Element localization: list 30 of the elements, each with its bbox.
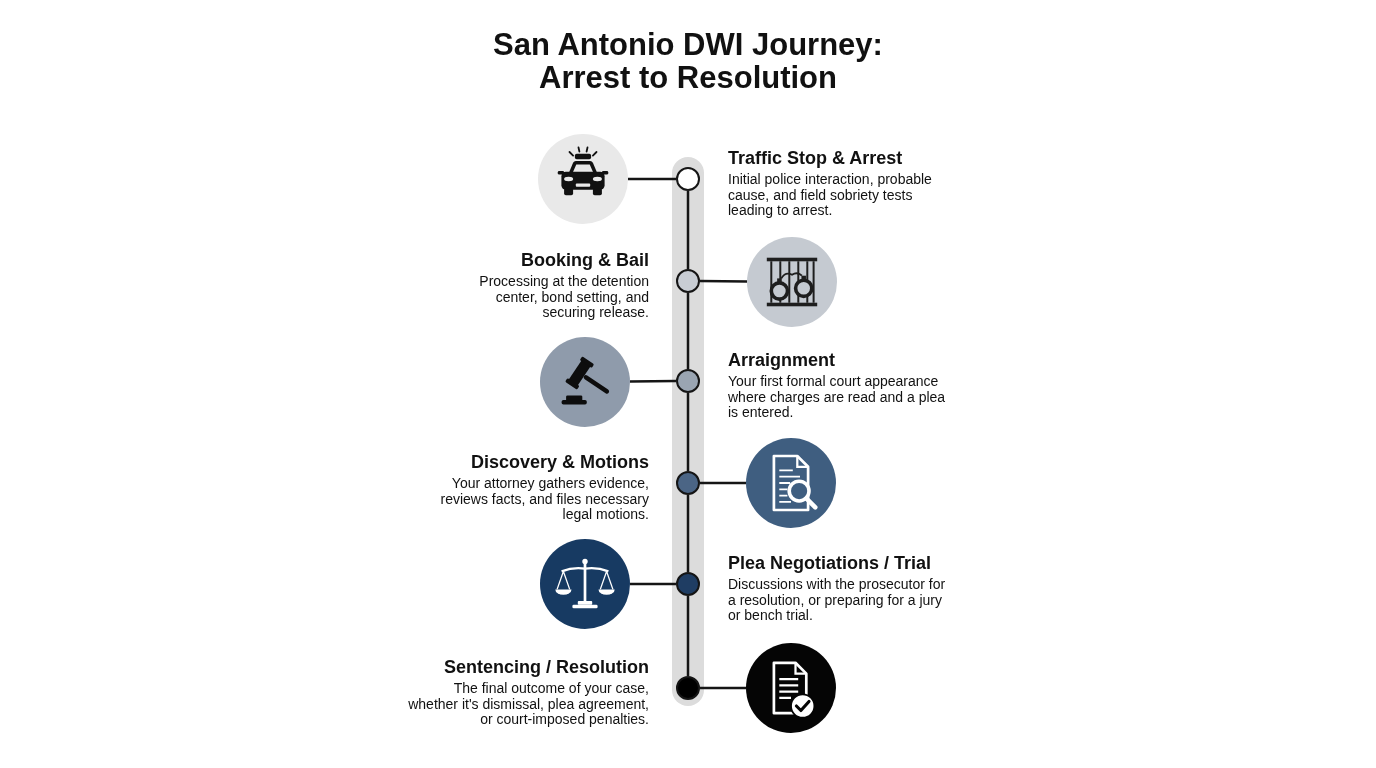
gavel-icon: [540, 337, 630, 427]
timeline-line: [686, 393, 690, 471]
step-heading: Booking & Bail: [521, 249, 649, 271]
document-check-icon: [746, 643, 836, 733]
handcuffs-icon: [747, 237, 837, 327]
step-description: Discussions with the prosecutor for a resolution, or preparing for a jury or bench trial.: [728, 577, 947, 624]
timeline-line: [686, 596, 690, 676]
connector-line: [700, 279, 747, 283]
connector-line: [628, 177, 676, 181]
connector-line: [630, 582, 676, 586]
police-car-icon: [538, 134, 628, 224]
step-description: Initial police interaction, probable cause, and field sobriety tests leading to arrest.: [728, 172, 933, 219]
timeline-line: [686, 191, 690, 269]
step-heading: Traffic Stop & Arrest: [728, 147, 903, 169]
timeline-line: [686, 495, 690, 572]
step-description: The final outcome of your case, whether it's dismissal, plea agreement, or court-imposed penalties.: [407, 681, 649, 728]
connector-line: [700, 481, 746, 485]
step-heading: Discovery & Motions: [470, 451, 649, 473]
step-heading: Sentencing / Resolution: [444, 656, 649, 678]
step-description: Your attorney gathers evidence, reviews facts, and files necessary legal motions.: [439, 476, 649, 523]
scales-icon: [540, 539, 630, 629]
document-search-icon: [746, 438, 836, 528]
step-heading: Plea Negotiations / Trial: [728, 552, 932, 574]
diagram-title: San Antonio DWI Journey: Arrest to Resolution: [492, 28, 884, 94]
connector-line: [700, 686, 746, 690]
timeline-line: [686, 293, 690, 369]
step-description: Your first formal court appearance where charges are read and a plea is entered.: [728, 374, 947, 421]
step-description: Processing at the detention center, bond setting, and securing release.: [478, 274, 649, 321]
connector-line: [630, 379, 676, 383]
step-heading: Arraignment: [728, 349, 835, 371]
